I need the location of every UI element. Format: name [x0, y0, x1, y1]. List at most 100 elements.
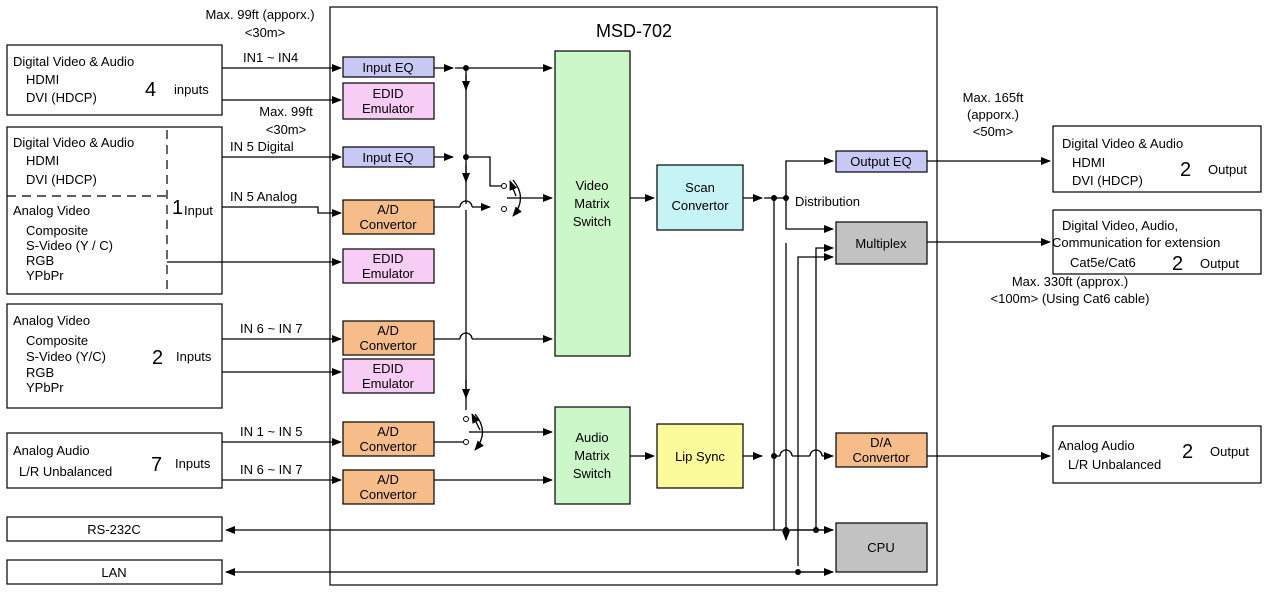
- junction-lan: [795, 569, 801, 575]
- input-eq-2-label: Input EQ: [362, 150, 413, 165]
- out-digital-line2: DVI (HDCP): [1072, 173, 1143, 188]
- block2-line2: DVI (HDCP): [26, 172, 97, 187]
- ad3-line2: Convertor: [359, 439, 417, 454]
- lan-port: LAN: [6, 559, 223, 585]
- da-convertor: D/A Convertor: [835, 432, 928, 468]
- block2-analog3: RGB: [26, 253, 54, 268]
- edid1-line1: EDID: [372, 86, 403, 101]
- wire-digital-switch: [466, 156, 504, 187]
- vms-line1: Video: [575, 178, 608, 193]
- scan-line1: Scan: [685, 180, 715, 195]
- edid-emulator-3: EDID Emulator: [342, 358, 435, 394]
- out-audio-heading: Analog Audio: [1058, 438, 1135, 453]
- output-block-audio-2: Analog Audio L/R Unbalanced 2 Output: [1052, 425, 1262, 484]
- vms-line3: Switch: [573, 214, 611, 229]
- ams-line1: Audio: [575, 430, 608, 445]
- ad-convertor-2: A/D Convertor: [342, 320, 435, 356]
- ams-line2: Matrix: [574, 448, 610, 463]
- label-in6-in7-video: IN 6 ~ IN 7: [240, 321, 303, 336]
- block3-line3: RGB: [26, 365, 54, 380]
- video-matrix-switch: Video Matrix Switch: [554, 50, 631, 357]
- block2-analog4: YPbPr: [26, 268, 64, 283]
- label-max99: Max. 99ft: [259, 104, 313, 119]
- junction-rs232-b: [813, 527, 819, 533]
- block2-count: 1: [172, 197, 183, 219]
- edid2-line1: EDID: [372, 251, 403, 266]
- da-line1: D/A: [870, 435, 892, 450]
- wire-rs232-to-multiplex: [815, 244, 834, 530]
- block2-heading: Digital Video & Audio: [13, 135, 134, 150]
- block2-analog2: S-Video (Y / C): [26, 238, 113, 253]
- out-digital-count: 2: [1180, 159, 1191, 181]
- block3-line2: S-Video (Y/C): [26, 349, 106, 364]
- multiplex-label: Multiplex: [855, 236, 907, 251]
- out-ext-line1: Digital Video, Audio,: [1062, 218, 1178, 233]
- input-block-analog-video-2: Analog Video Composite S-Video (Y/C) RGB…: [6, 303, 223, 409]
- lipsync-label: Lip Sync: [675, 449, 725, 464]
- label-in1-in5-audio: IN 1 ~ IN 5: [240, 424, 303, 439]
- block2-analog1: Composite: [26, 223, 88, 238]
- da-line2: Convertor: [852, 450, 910, 465]
- multiplex: Multiplex: [835, 221, 928, 265]
- out-audio-unit: Output: [1210, 444, 1249, 459]
- block3-unit: Inputs: [176, 349, 212, 364]
- ad1-line1: A/D: [377, 202, 399, 217]
- out-ext-count: 2: [1172, 253, 1183, 275]
- label-50m: <50m>: [973, 124, 1013, 139]
- ad1-line2: Convertor: [359, 217, 417, 232]
- rs232-label: RS-232C: [87, 522, 140, 537]
- out-ext-line3: Cat5e/Cat6: [1070, 255, 1136, 270]
- block4-heading: Analog Audio: [13, 443, 90, 458]
- label-max165: Max. 165ft: [963, 90, 1024, 105]
- vms-line2: Matrix: [574, 196, 610, 211]
- cpu: CPU: [835, 522, 928, 573]
- cpu-label: CPU: [867, 540, 894, 555]
- edid1-line2: Emulator: [362, 101, 415, 116]
- ad2-line1: A/D: [377, 323, 399, 338]
- input-eq-1: Input EQ: [342, 56, 435, 78]
- edid3-line1: EDID: [372, 361, 403, 376]
- out-digital-unit: Output: [1208, 162, 1247, 177]
- block1-line1: HDMI: [26, 72, 59, 87]
- block3-heading: Analog Video: [13, 313, 90, 328]
- ad2-line2: Convertor: [359, 338, 417, 353]
- block4-line1: L/R Unbalanced: [19, 464, 112, 479]
- input-block-digital-4: Digital Video & Audio HDMI DVI (HDCP) 4 …: [6, 44, 223, 116]
- hop-2: [459, 332, 473, 340]
- wire-lan-to-multiplex: [797, 253, 834, 566]
- label-max330: Max. 330ft (approx.): [1012, 274, 1128, 289]
- crossing-1: [463, 204, 469, 210]
- ams-line3: Switch: [573, 466, 611, 481]
- label-in5-digital: IN 5 Digital: [230, 139, 294, 154]
- edid-emulator-1: EDID Emulator: [342, 82, 435, 120]
- scan-line2: Convertor: [671, 198, 729, 213]
- scan-convertor: Scan Convertor: [656, 164, 744, 231]
- block1-unit: inputs: [174, 82, 209, 97]
- ad-convertor-4: A/D Convertor: [342, 469, 435, 505]
- label-in5-analog: IN 5 Analog: [230, 189, 297, 204]
- label-30m-b: <30m>: [266, 122, 306, 137]
- edid-emulator-2: EDID Emulator: [342, 248, 435, 284]
- output-eq-label: Output EQ: [850, 154, 911, 169]
- out-audio-count: 2: [1182, 441, 1193, 463]
- block1-line2: DVI (HDCP): [26, 90, 97, 105]
- wire-to-output-eq: [785, 157, 834, 198]
- out-digital-heading: Digital Video & Audio: [1062, 136, 1183, 151]
- ad-convertor-3: A/D Convertor: [342, 421, 435, 457]
- block4-unit: Inputs: [175, 456, 211, 471]
- block1-heading: Digital Video & Audio: [13, 54, 134, 69]
- block2-heading2: Analog Video: [13, 203, 90, 218]
- wire-video-to-multiplex: [785, 198, 834, 233]
- input-block-digital-analog-1: Digital Video & Audio HDMI DVI (HDCP) An…: [6, 126, 223, 295]
- block3-count: 2: [152, 347, 163, 369]
- wire-in5-analog: [222, 206, 342, 217]
- out-digital-line1: HDMI: [1072, 155, 1105, 170]
- output-eq: Output EQ: [835, 150, 928, 173]
- label-max99-approx: Max. 99ft (apporx.): [205, 7, 314, 22]
- label-in1-in4: IN1 ~ IN4: [243, 50, 298, 65]
- output-block-digital-2: Digital Video & Audio HDMI DVI (HDCP) 2 …: [1052, 125, 1262, 193]
- block2-unit: Input: [184, 203, 213, 218]
- label-100m: <100m> (Using Cat6 cable): [991, 291, 1150, 306]
